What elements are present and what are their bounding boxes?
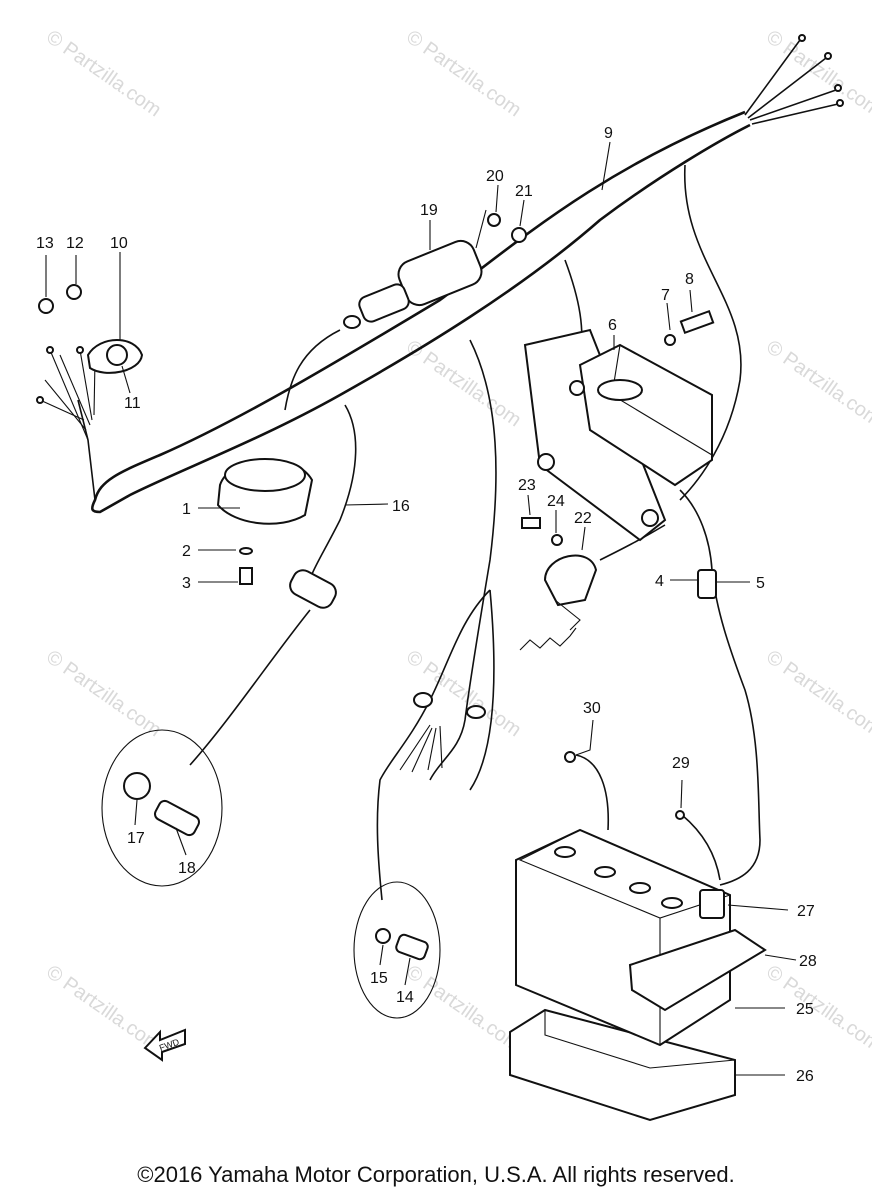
ignition-coil	[343, 209, 487, 329]
relay-1	[216, 458, 314, 525]
switch-22	[519, 554, 598, 651]
callout-10: 10	[110, 235, 128, 252]
watermark: © Partzilla.com	[762, 961, 872, 1056]
watermark: © Partzilla.com	[402, 336, 525, 431]
callout-21: 21	[515, 183, 533, 200]
watermark: © Partzilla.com	[762, 646, 872, 741]
inset-14-15	[353, 881, 441, 1019]
grommet	[466, 705, 486, 719]
callout-9: 9	[604, 125, 613, 142]
washer-7	[664, 334, 676, 346]
connector-4-5	[697, 569, 717, 599]
callout-7: 7	[661, 287, 670, 304]
callout-15: 15	[370, 970, 388, 987]
battery-25	[509, 828, 767, 1122]
callout-12: 12	[66, 235, 84, 252]
nut-21	[511, 227, 527, 243]
regulator-6	[523, 328, 713, 542]
terminal-30	[564, 751, 576, 763]
bolt-23	[521, 517, 541, 529]
watermark: © Partzilla.com	[42, 961, 165, 1056]
callout-1: 1	[182, 501, 191, 518]
callout-30: 30	[583, 700, 601, 717]
callout-labels: 1 2 3 4 5 6 7 8 9 10 11 12 13 14 15 16 1…	[36, 125, 817, 1085]
switch-14	[395, 933, 429, 961]
watermark-layer: © Partzilla.com © Partzilla.com © Partzi…	[42, 26, 872, 1056]
washer-15	[375, 928, 391, 944]
callout-2: 2	[182, 543, 191, 560]
terminal-29	[675, 810, 685, 820]
callout-25: 25	[796, 1001, 814, 1018]
bolt-3	[239, 567, 253, 585]
switch-18	[153, 799, 201, 837]
bulb-17	[123, 772, 151, 800]
callout-24: 24	[547, 493, 565, 510]
callout-11: 11	[124, 395, 141, 412]
watermark: © Partzilla.com	[42, 646, 165, 741]
sensor-10	[86, 339, 144, 374]
watermark: © Partzilla.com	[762, 336, 872, 431]
leader-lines	[45, 141, 797, 1076]
washer-24	[551, 534, 563, 546]
callout-13: 13	[36, 235, 54, 252]
washer-2	[239, 547, 253, 555]
nut-13	[38, 298, 54, 314]
grommet	[413, 692, 433, 708]
callout-18: 18	[178, 860, 196, 877]
callout-17: 17	[127, 830, 145, 847]
callout-19: 19	[420, 202, 438, 219]
callout-27: 27	[797, 903, 815, 920]
callout-29: 29	[672, 755, 690, 772]
callout-28: 28	[799, 953, 817, 970]
callout-23: 23	[518, 477, 536, 494]
callout-26: 26	[796, 1068, 814, 1085]
watermark: © Partzilla.com	[402, 26, 525, 121]
callout-6: 6	[608, 317, 617, 334]
callout-14: 14	[396, 989, 414, 1006]
washer-12	[66, 284, 82, 300]
bolt-8	[679, 309, 715, 335]
callout-22: 22	[574, 510, 592, 527]
plug-16	[289, 569, 337, 609]
watermark: © Partzilla.com	[42, 26, 165, 121]
inset-17-18	[101, 729, 223, 887]
copyright-footer: ©2016 Yamaha Motor Corporation, U.S.A. A…	[137, 1162, 735, 1187]
callout-4: 4	[655, 573, 664, 590]
watermark: © Partzilla.com	[402, 961, 525, 1056]
watermark: © Partzilla.com	[762, 26, 872, 121]
lead-ends	[399, 724, 443, 773]
callout-8: 8	[685, 271, 694, 288]
callout-3: 3	[182, 575, 191, 592]
callout-20: 20	[486, 168, 504, 185]
callout-5: 5	[756, 575, 765, 592]
washer-20	[487, 213, 501, 227]
callout-16: 16	[392, 498, 410, 515]
